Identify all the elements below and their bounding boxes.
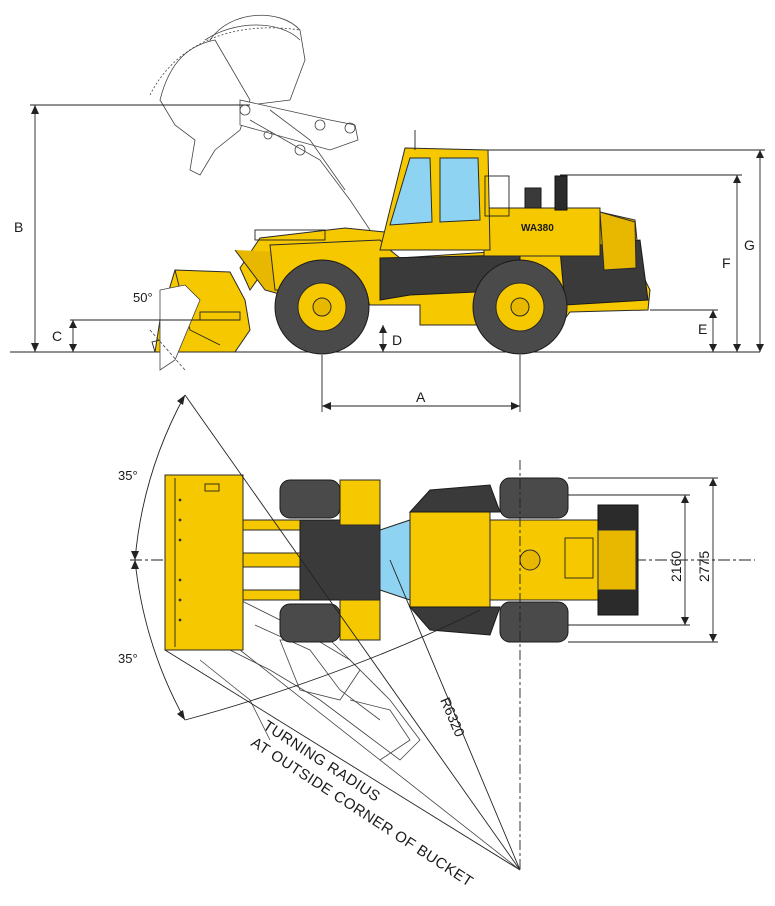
tread-width-label: 2160 <box>668 551 684 582</box>
radius-ray-lower <box>164 649 521 871</box>
raised-boom-ghost <box>149 14 371 231</box>
dimension-f-label: F <box>722 255 731 271</box>
turn-arc-lower <box>134 559 186 721</box>
angle-lower-label: 35° <box>118 651 138 666</box>
air-intake <box>524 187 542 209</box>
dimension-e-label: E <box>698 321 707 337</box>
dumped-bucket-ghost <box>159 284 201 371</box>
dimension-g-label: G <box>744 237 755 253</box>
top-bucket <box>164 474 244 651</box>
dimension-a-label: A <box>416 389 426 405</box>
dump-angle-guide <box>149 329 186 371</box>
top-view: 35° 35° R6320 TURNING RADIUS AT OUTSIDE … <box>118 394 755 891</box>
front-left-tire <box>279 479 341 519</box>
exhaust-stack <box>554 175 568 211</box>
radius-ray-upper <box>184 394 521 871</box>
radius-ray-center <box>389 559 521 871</box>
front-right-tire <box>279 603 341 643</box>
dimension-c-label: C <box>52 328 62 344</box>
center-section <box>379 484 501 636</box>
rear-left-tire <box>499 477 569 519</box>
cab <box>379 130 510 251</box>
radius-ray-inner <box>239 649 521 871</box>
turn-arc-upper <box>134 394 186 561</box>
front-wheel <box>274 259 370 355</box>
model-badge: WA380 <box>521 223 554 234</box>
angle-upper-label: 35° <box>118 468 138 483</box>
radius-label: R6320 <box>437 695 468 739</box>
rear-wheel <box>472 259 568 355</box>
dump-angle-label: 50° <box>133 290 153 305</box>
turning-radius-line2: AT OUTSIDE CORNER OF BUCKET <box>248 734 476 891</box>
dimension-b-label: B <box>14 219 23 235</box>
rear-right-tire <box>499 601 569 643</box>
rear-body <box>489 504 639 616</box>
turning-arc <box>184 609 481 721</box>
front-frame <box>242 479 381 641</box>
overall-width-label: 2775 <box>696 551 712 582</box>
dimension-d-label: D <box>392 332 402 348</box>
side-view: WA380 B <box>10 14 765 412</box>
